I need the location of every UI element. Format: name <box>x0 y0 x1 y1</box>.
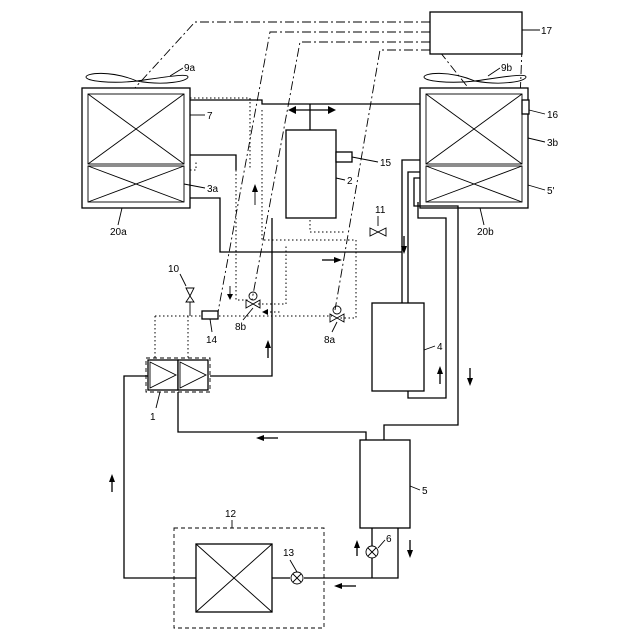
label-1: 1 <box>150 412 156 423</box>
fan-9b-icon <box>424 73 526 83</box>
label-9a: 9a <box>184 63 196 74</box>
label-13: 13 <box>283 548 295 559</box>
expansion-valve-13-icon <box>291 572 303 584</box>
label-5prime: 5' <box>547 186 555 197</box>
heat-exchanger-20a <box>82 88 190 208</box>
heat-exchanger-20b <box>420 88 528 208</box>
label-15: 15 <box>380 158 392 169</box>
label-3a: 3a <box>207 184 219 195</box>
accumulator-2 <box>286 130 336 218</box>
sensor-15 <box>336 152 352 162</box>
label-5: 5 <box>422 486 428 497</box>
label-4: 4 <box>437 342 443 353</box>
expansion-valve-6-icon <box>366 546 378 558</box>
label-7: 7 <box>207 111 213 122</box>
heat-exchanger-5 <box>360 440 410 528</box>
receiver-4 <box>372 303 424 391</box>
label-17: 17 <box>541 26 553 37</box>
valve-10-icon <box>186 288 194 316</box>
sensor-16 <box>522 100 529 114</box>
label-20a: 20a <box>110 227 127 238</box>
controller-box <box>430 12 522 54</box>
indoor-heat-exchanger <box>196 544 272 612</box>
label-9b: 9b <box>501 63 513 74</box>
sensor-14 <box>202 311 218 319</box>
valve-8a-icon <box>330 306 344 322</box>
label-3b: 3b <box>547 138 559 149</box>
label-8a: 8a <box>324 335 336 346</box>
label-11: 11 <box>375 205 386 216</box>
label-10: 10 <box>168 264 180 275</box>
label-6: 6 <box>386 534 392 545</box>
label-8b: 8b <box>235 322 247 333</box>
label-20b: 20b <box>477 227 494 238</box>
label-12: 12 <box>225 509 237 520</box>
compressor-1 <box>146 358 210 392</box>
label-2: 2 <box>347 176 353 187</box>
label-14: 14 <box>206 335 218 346</box>
valve-11-icon <box>370 228 386 236</box>
label-16: 16 <box>547 110 559 121</box>
